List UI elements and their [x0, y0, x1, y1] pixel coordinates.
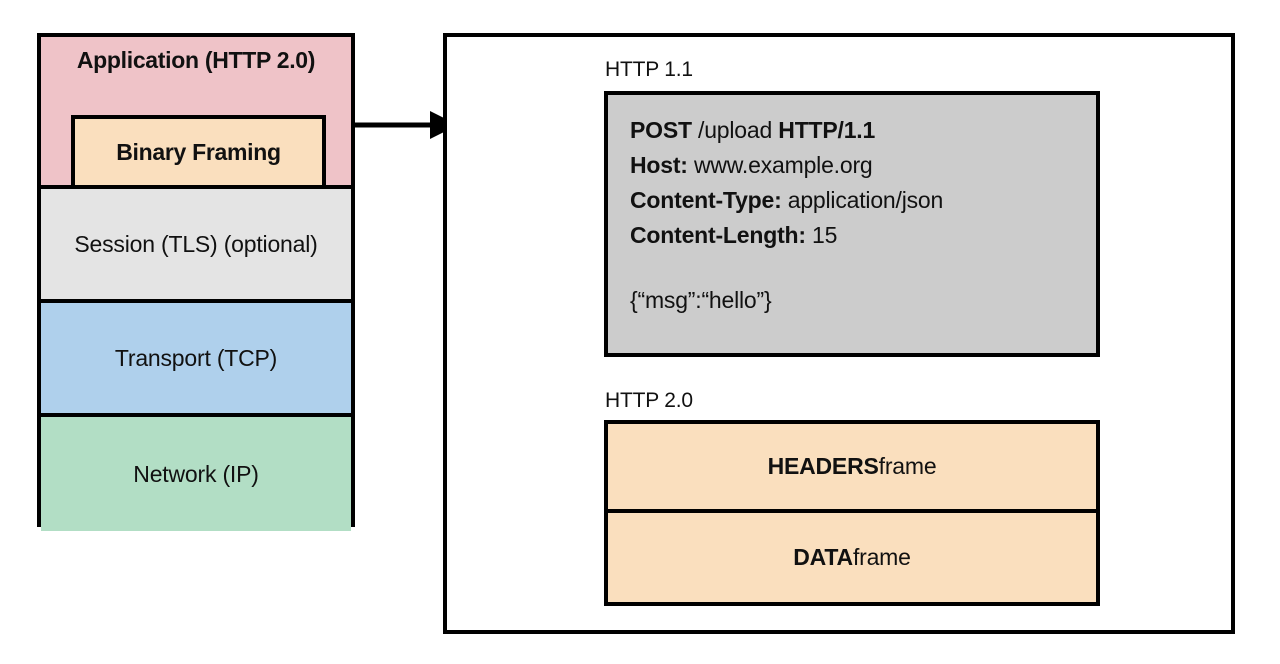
- stack-layer-network-label: Network (IP): [133, 460, 259, 487]
- http11-header-content-length: Content-Length: 15: [630, 218, 1096, 253]
- http11-caption: HTTP 1.1: [605, 58, 693, 81]
- http20-caption: HTTP 2.0: [605, 389, 693, 412]
- http20-data-frame-suffix: frame: [852, 544, 911, 570]
- stack-layer-application[interactable]: Application (HTTP 2.0) Binary Framing: [41, 37, 351, 189]
- http20-headers-frame-suffix: frame: [878, 453, 937, 479]
- http11-header-host: Host: www.example.org: [630, 148, 1096, 183]
- stack-layer-network[interactable]: Network (IP): [41, 417, 351, 531]
- http11-header-content-type: Content-Type: application/json: [630, 183, 1096, 218]
- stack-layer-transport-label: Transport (TCP): [114, 344, 278, 371]
- http11-header-host-value: www.example.org: [687, 152, 873, 178]
- stack-layer-application-label: Application (HTTP 2.0): [76, 47, 316, 73]
- http11-target: /upload: [691, 117, 779, 143]
- http20-data-frame-name: DATA: [793, 544, 853, 570]
- http11-request-line: POST /upload HTTP/1.1: [630, 113, 1096, 148]
- http20-frames-box: HEADERS frame DATA frame: [604, 420, 1100, 606]
- http11-version: HTTP/1.1: [778, 117, 876, 143]
- stack-layer-session-label: Session (TLS) (optional): [74, 230, 318, 257]
- http11-header-content-type-name: Content-Type:: [630, 187, 782, 213]
- http11-header-content-type-value: application/json: [781, 187, 944, 213]
- stack-layer-transport[interactable]: Transport (TCP): [41, 303, 351, 417]
- http11-message-box: POST /upload HTTP/1.1 Host: www.example.…: [604, 91, 1100, 357]
- http11-header-content-length-name: Content-Length:: [630, 222, 806, 248]
- http11-body: {“msg”:“hello”}: [630, 287, 772, 313]
- http20-data-frame[interactable]: DATA frame: [608, 513, 1096, 602]
- stack-layer-binary-framing-label: Binary Framing: [116, 138, 281, 165]
- http11-method: POST: [630, 117, 692, 143]
- http11-header-content-length-value: 15: [805, 222, 838, 248]
- stack-layer-session[interactable]: Session (TLS) (optional): [41, 189, 351, 303]
- http20-headers-frame[interactable]: HEADERS frame: [608, 424, 1096, 513]
- http20-headers-frame-name: HEADERS: [767, 453, 879, 479]
- protocol-stack: Application (HTTP 2.0) Binary Framing Se…: [37, 33, 355, 531]
- http11-header-host-name: Host:: [630, 152, 688, 178]
- stack-layer-binary-framing[interactable]: Binary Framing: [71, 115, 326, 185]
